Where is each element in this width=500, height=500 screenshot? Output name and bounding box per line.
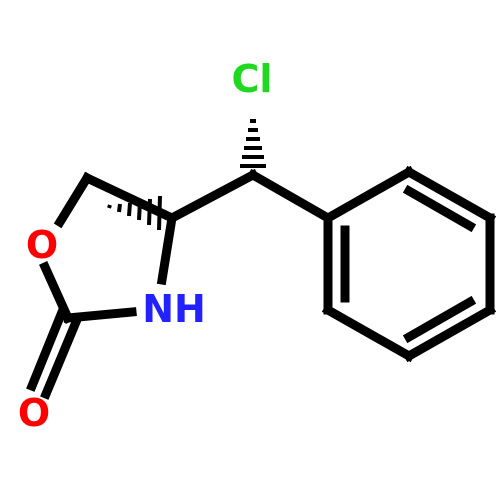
atom-label-o-ring: O [26, 223, 58, 267]
stereo-hash-c4 [107, 195, 162, 231]
bond-ch2-o [53, 171, 94, 229]
phenyl-ring [321, 165, 497, 363]
bond-carbonyl-2 [40, 316, 82, 400]
stereo-hash-cl [240, 119, 266, 168]
atom-label-nh: NH [142, 287, 206, 331]
bond-c4-ch [165, 168, 260, 225]
bond-ch-phenyl [246, 168, 335, 225]
atom-label-o-carbonyl: O [18, 391, 50, 435]
bond-carbonyl-1 [26, 306, 68, 392]
bond-c4-nh [156, 212, 178, 286]
atom-label-cl: Cl [232, 57, 273, 101]
bond-c2-nh [63, 307, 137, 323]
